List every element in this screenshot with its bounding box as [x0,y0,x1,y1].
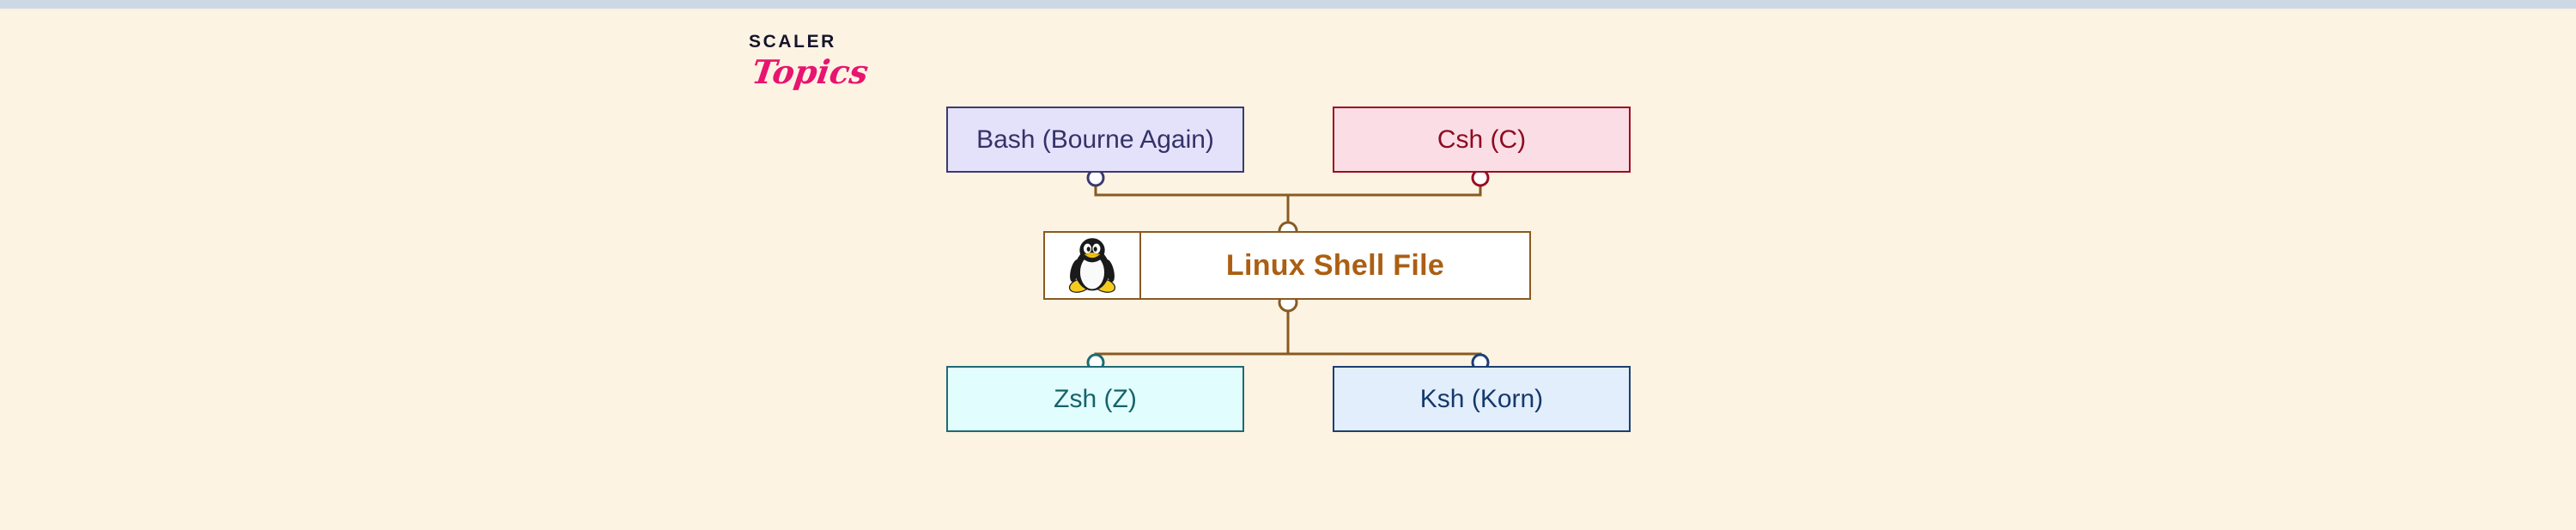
tux-penguin-icon [1068,238,1116,293]
linux-label-cell: Linux Shell File [1141,233,1529,298]
node-csh[interactable]: Csh (C) [1333,107,1631,173]
scaler-topics-logo: SCALER Topics [749,33,886,101]
node-linux-shell-file[interactable]: Linux Shell File [1043,231,1531,300]
logo-script-text: Topics [749,52,872,91]
linux-icon-cell [1045,233,1141,298]
top-strip [0,0,2576,9]
node-bash[interactable]: Bash (Bourne Again) [946,107,1244,173]
node-zsh[interactable]: Zsh (Z) [946,366,1244,432]
logo-wordmark: SCALER [749,32,836,52]
node-linux-label: Linux Shell File [1225,248,1445,282]
node-ksh[interactable]: Ksh (Korn) [1333,366,1631,432]
top-strip-shadow [0,9,2576,11]
